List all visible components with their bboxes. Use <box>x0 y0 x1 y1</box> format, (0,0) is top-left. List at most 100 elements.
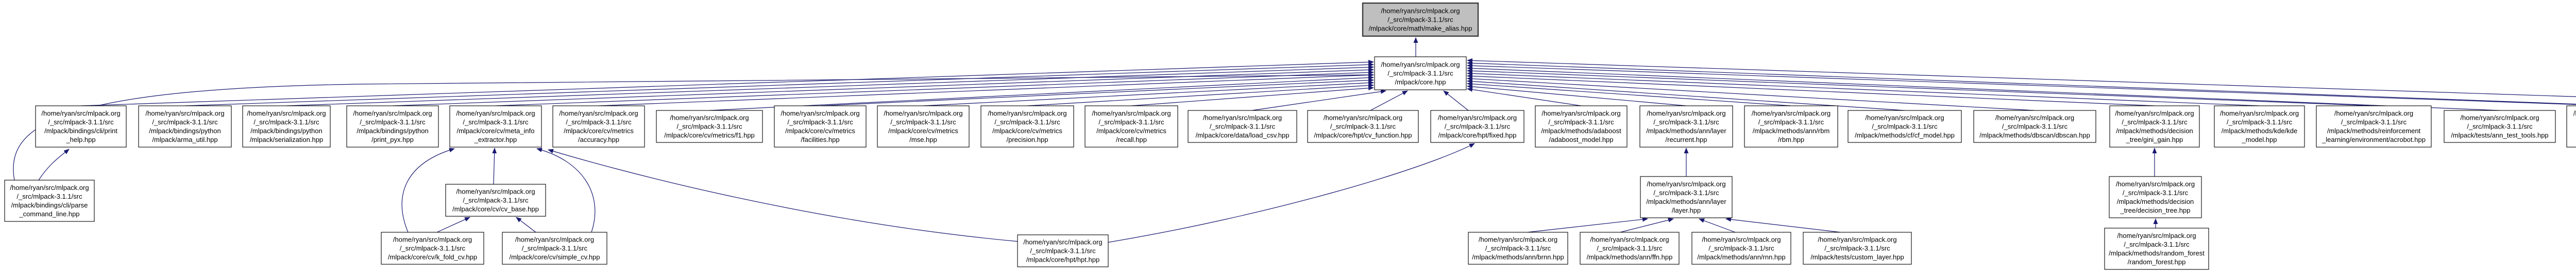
node-adaboost_model[interactable]: /home/ryan/src/mlpack.org/_src/mlpack-3.… <box>1535 105 1628 148</box>
node-acrobot[interactable]: /home/ryan/src/mlpack.org/_src/mlpack-3.… <box>2316 105 2432 148</box>
node-box-parse_command_line[interactable] <box>4 180 95 222</box>
node-label-mse: /home/ryan/src/mlpack.org/_src/mlpack-3.… <box>884 109 962 143</box>
node-box-ffn[interactable] <box>1580 232 1680 265</box>
node-brnn[interactable]: /home/ryan/src/mlpack.org/_src/mlpack-3.… <box>1468 232 1568 265</box>
node-arma_util[interactable]: /home/ryan/src/mlpack.org/_src/mlpack-3.… <box>138 105 232 148</box>
node-rnn[interactable]: /home/ryan/src/mlpack.org/_src/mlpack-3.… <box>1691 232 1791 265</box>
node-simple_cv[interactable]: /home/ryan/src/mlpack.org/_src/mlpack-3.… <box>502 232 607 265</box>
edge-ffn--layer <box>1620 218 1674 233</box>
node-layer[interactable]: /home/ryan/src/mlpack.org/_src/mlpack-3.… <box>1640 176 1733 218</box>
node-precision[interactable]: /home/ryan/src/mlpack.org/_src/mlpack-3.… <box>980 105 1074 148</box>
node-box-meta_info_extractor[interactable] <box>449 105 542 148</box>
node-custom_layer[interactable]: /home/ryan/src/mlpack.org/_src/mlpack-3.… <box>1803 232 1912 265</box>
node-box-kde_model[interactable] <box>2214 105 2305 148</box>
node-ffn[interactable]: /home/ryan/src/mlpack.org/_src/mlpack-3.… <box>1580 232 1680 265</box>
node-cv_function[interactable]: /home/ryan/src/mlpack.org/_src/mlpack-3.… <box>1307 110 1419 143</box>
edge-f1--core <box>709 75 1374 111</box>
node-box-k_fold_cv[interactable] <box>381 232 484 265</box>
node-label-hpt: /home/ryan/src/mlpack.org/_src/mlpack-3.… <box>1023 238 1102 264</box>
node-box-rnn[interactable] <box>1691 232 1791 265</box>
node-box-accuracy[interactable] <box>552 105 645 148</box>
edge-rnn--layer <box>1699 218 1736 233</box>
node-label-ann_test_tools: /home/ryan/src/mlpack.org/_src/mlpack-3.… <box>2451 114 2548 139</box>
node-label-acrobot: /home/ryan/src/mlpack.org/_src/mlpack-3.… <box>2321 109 2426 143</box>
node-box-decision_tree[interactable] <box>2109 176 2202 218</box>
node-facilities[interactable]: /home/ryan/src/mlpack.org/_src/mlpack-3.… <box>774 105 867 148</box>
edge-accuracy--core <box>598 73 1374 106</box>
edge-range_search_utils--core <box>1467 63 2576 105</box>
node-box-precision[interactable] <box>980 105 1074 148</box>
node-recall[interactable]: /home/ryan/src/mlpack.org/_src/mlpack-3.… <box>1084 105 1178 148</box>
edge-load_csv--core <box>1251 89 1386 111</box>
node-parse_command_line[interactable]: /home/ryan/src/mlpack.org/_src/mlpack-3.… <box>4 180 95 222</box>
node-cf_model[interactable]: /home/ryan/src/mlpack.org/_src/mlpack-3.… <box>1848 110 1962 143</box>
node-label-accuracy: /home/ryan/src/mlpack.org/_src/mlpack-3.… <box>559 109 638 143</box>
node-box-hpt[interactable] <box>1017 234 1109 267</box>
node-ann_test_tools[interactable]: /home/ryan/src/mlpack.org/_src/mlpack-3.… <box>2444 110 2556 143</box>
edge-parse_command_line--print_help <box>38 149 70 181</box>
node-k_fold_cv[interactable]: /home/ryan/src/mlpack.org/_src/mlpack-3.… <box>381 232 484 265</box>
node-box-cf_model[interactable] <box>1848 110 1962 143</box>
node-box-arma_util[interactable] <box>138 105 232 148</box>
node-recurrent[interactable]: /home/ryan/src/mlpack.org/_src/mlpack-3.… <box>1639 105 1733 148</box>
node-gini_gain[interactable]: /home/ryan/src/mlpack.org/_src/mlpack-3.… <box>2109 105 2200 148</box>
edge-k_fold_cv--cv_base <box>436 217 470 233</box>
edge-simple_cv--meta_info_extractor <box>536 148 596 233</box>
node-range_search_utils[interactable]: /home/ryan/src/mlpack.org/_src/mlpack-3.… <box>2566 105 2576 148</box>
node-accuracy[interactable]: /home/ryan/src/mlpack.org/_src/mlpack-3.… <box>552 105 645 148</box>
node-box-fixed[interactable] <box>1430 110 1524 143</box>
node-make_alias[interactable]: /home/ryan/src/mlpack.org/_src/mlpack-3.… <box>1362 2 1479 37</box>
node-box-gini_gain[interactable] <box>2109 105 2200 148</box>
node-rbm[interactable]: /home/ryan/src/mlpack.org/_src/mlpack-3.… <box>1744 105 1838 148</box>
node-box-layer[interactable] <box>1640 176 1733 218</box>
node-box-load_csv[interactable] <box>1188 110 1297 143</box>
node-box-make_alias[interactable] <box>1362 2 1479 37</box>
node-box-brnn[interactable] <box>1468 232 1568 265</box>
node-label-facilities: /home/ryan/src/mlpack.org/_src/mlpack-3.… <box>781 109 859 143</box>
node-random_forest[interactable]: /home/ryan/src/mlpack.org/_src/mlpack-3.… <box>2104 228 2209 270</box>
node-box-cv_base[interactable] <box>445 184 546 217</box>
node-box-recall[interactable] <box>1084 105 1178 148</box>
node-label-cf_model: /home/ryan/src/mlpack.org/_src/mlpack-3.… <box>1855 114 1955 139</box>
node-box-custom_layer[interactable] <box>1803 232 1912 265</box>
node-box-py_serialization[interactable] <box>242 105 331 148</box>
node-cv_base[interactable]: /home/ryan/src/mlpack.org/_src/mlpack-3.… <box>445 184 546 217</box>
node-core[interactable]: /home/ryan/src/mlpack.org/_src/mlpack-3.… <box>1374 56 1467 90</box>
node-box-mse[interactable] <box>877 105 970 148</box>
node-meta_info_extractor[interactable]: /home/ryan/src/mlpack.org/_src/mlpack-3.… <box>449 105 542 148</box>
node-box-print_pyx[interactable] <box>346 105 439 148</box>
edge-print_pyx--core <box>392 67 1374 106</box>
node-kde_model[interactable]: /home/ryan/src/mlpack.org/_src/mlpack-3.… <box>2214 105 2305 148</box>
node-box-simple_cv[interactable] <box>502 232 607 265</box>
node-load_csv[interactable]: /home/ryan/src/mlpack.org/_src/mlpack-3.… <box>1188 110 1297 143</box>
node-box-f1[interactable] <box>656 110 763 143</box>
node-box-random_forest[interactable] <box>2104 228 2209 270</box>
node-label-precision: /home/ryan/src/mlpack.org/_src/mlpack-3.… <box>988 109 1066 143</box>
node-dbscan[interactable]: /home/ryan/src/mlpack.org/_src/mlpack-3.… <box>1973 110 2096 143</box>
node-box-cv_function[interactable] <box>1307 110 1419 143</box>
node-mse[interactable]: /home/ryan/src/mlpack.org/_src/mlpack-3.… <box>877 105 970 148</box>
node-box-range_search_utils[interactable] <box>2566 105 2576 148</box>
node-label-print_pyx: /home/ryan/src/mlpack.org/_src/mlpack-3.… <box>353 109 432 143</box>
node-decision_tree[interactable]: /home/ryan/src/mlpack.org/_src/mlpack-3.… <box>2109 176 2202 218</box>
edge-cv_base--meta_info_extractor <box>492 148 497 185</box>
node-box-rbm[interactable] <box>1744 105 1838 148</box>
node-box-core[interactable] <box>1374 56 1467 90</box>
node-box-print_help[interactable] <box>35 105 127 148</box>
node-fixed[interactable]: /home/ryan/src/mlpack.org/_src/mlpack-3.… <box>1430 110 1524 143</box>
node-print_pyx[interactable]: /home/ryan/src/mlpack.org/_src/mlpack-3.… <box>346 105 439 148</box>
node-box-recurrent[interactable] <box>1639 105 1733 148</box>
node-box-facilities[interactable] <box>774 105 867 148</box>
node-py_serialization[interactable]: /home/ryan/src/mlpack.org/_src/mlpack-3.… <box>242 105 331 148</box>
node-box-dbscan[interactable] <box>1973 110 2096 143</box>
node-f1[interactable]: /home/ryan/src/mlpack.org/_src/mlpack-3.… <box>656 110 763 143</box>
node-print_help[interactable]: /home/ryan/src/mlpack.org/_src/mlpack-3.… <box>35 105 127 148</box>
node-box-acrobot[interactable] <box>2316 105 2432 148</box>
node-box-ann_test_tools[interactable] <box>2444 110 2556 143</box>
node-hpt[interactable]: /home/ryan/src/mlpack.org/_src/mlpack-3.… <box>1017 234 1109 267</box>
node-label-adaboost_model: /home/ryan/src/mlpack.org/_src/mlpack-3.… <box>1541 109 1621 143</box>
node-box-adaboost_model[interactable] <box>1535 105 1628 148</box>
edge-dbscan--core <box>1467 76 2035 111</box>
node-label-cv_function: /home/ryan/src/mlpack.org/_src/mlpack-3.… <box>1314 114 1412 139</box>
